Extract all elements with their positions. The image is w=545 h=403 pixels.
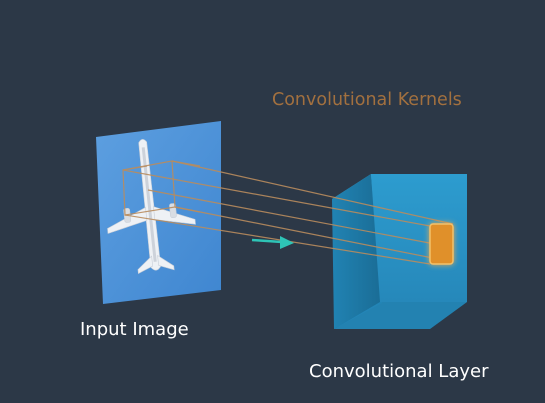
feature-map-patch <box>429 223 454 265</box>
convolutional-kernels-title: Convolutional Kernels <box>272 90 462 110</box>
arrow-right-icon <box>251 236 294 249</box>
layer-front-lower <box>334 302 467 329</box>
layer-front-panel <box>371 174 467 302</box>
input-image-panel <box>96 121 221 304</box>
kernel-projection-lines <box>122 160 454 265</box>
convolutional-layer-label: Convolutional Layer <box>309 361 489 382</box>
input-image-label: Input Image <box>80 319 189 340</box>
layer-side-face <box>332 174 382 329</box>
airplane-icon <box>107 139 196 275</box>
convolutional-layer-box <box>332 174 467 329</box>
